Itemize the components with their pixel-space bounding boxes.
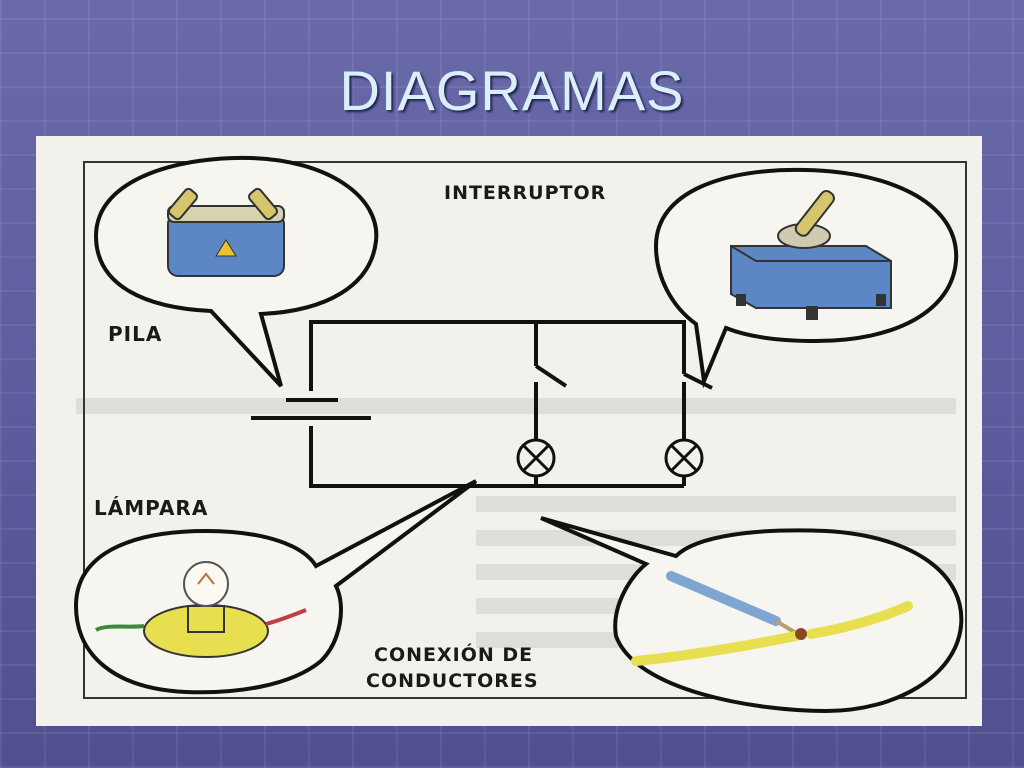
circuit-diagram-figure: INTERRUPTOR PILA LÁMPARA CONEXIÓN DE CON… <box>36 136 982 726</box>
circuit-diagram <box>73 155 967 714</box>
lamp-symbols <box>516 438 704 478</box>
lamp-bubble <box>73 479 478 695</box>
battery-symbol <box>251 398 371 420</box>
battery-bubble <box>93 155 379 388</box>
switch-symbols <box>534 364 713 390</box>
switch-bubble <box>653 167 959 389</box>
figure-frame <box>83 161 967 699</box>
connection-bubble <box>540 516 964 714</box>
slide-title: DIAGRAMAS <box>339 59 685 122</box>
switch-label: INTERRUPTOR <box>444 182 607 204</box>
connection-label-line1: CONEXIÓN DE <box>374 644 534 666</box>
lamp-label: LÁMPARA <box>94 496 209 520</box>
battery-label: PILA <box>108 322 163 346</box>
connection-label-line2: CONDUCTORES <box>366 670 539 692</box>
